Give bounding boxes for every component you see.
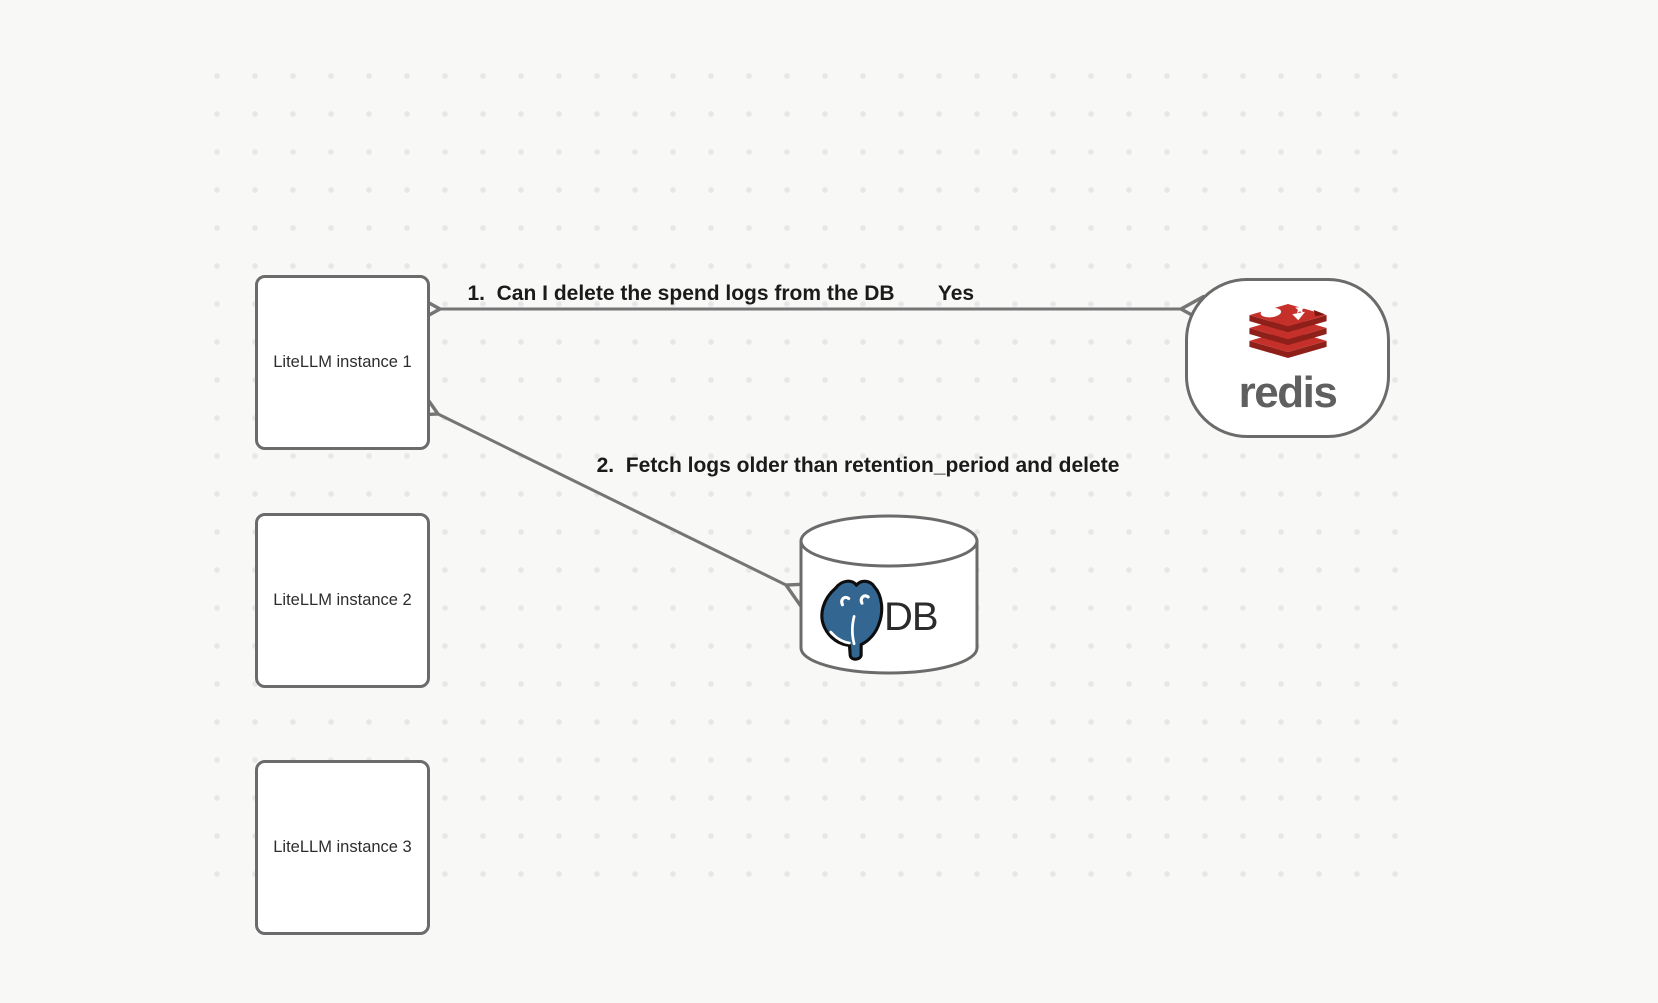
node-litellm-instance-2-label: LiteLLM instance 2: [273, 591, 412, 609]
node-litellm-instance-1[interactable]: LiteLLM instance 1: [255, 275, 430, 450]
node-litellm-instance-1-label: LiteLLM instance 1: [273, 353, 412, 371]
redis-wordmark: redis: [1238, 368, 1338, 418]
edge1-label: 1. Can I delete the spend logs from the …: [467, 282, 895, 305]
node-litellm-instance-3-label: LiteLLM instance 3: [273, 838, 412, 856]
db-label: DB: [884, 595, 939, 639]
database-cylinder-icon: [799, 514, 979, 675]
arrow-litellm1-db[interactable]: [410, 391, 814, 608]
redis-stack-icon: [1248, 304, 1327, 359]
node-litellm-instance-3[interactable]: LiteLLM instance 3: [255, 760, 430, 935]
edge2-label: 2. Fetch logs older than retention_perio…: [596, 454, 1120, 477]
postgresql-elephant-icon: [820, 579, 884, 661]
node-litellm-instance-2[interactable]: LiteLLM instance 2: [255, 513, 430, 688]
edge1-reply-label: Yes: [937, 282, 975, 305]
node-redis[interactable]: redis: [1185, 278, 1390, 438]
node-db[interactable]: DB: [798, 513, 980, 675]
